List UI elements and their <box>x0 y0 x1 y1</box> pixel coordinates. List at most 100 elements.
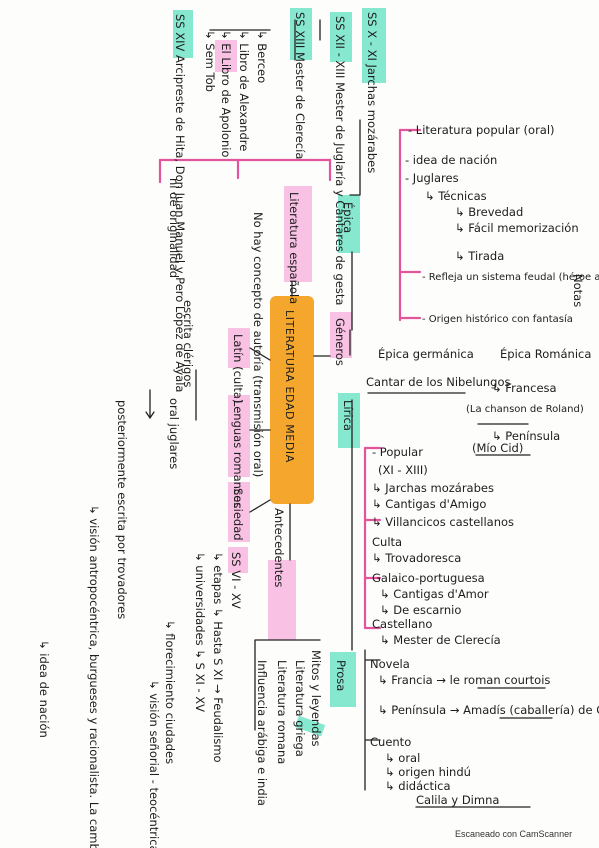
svg-text:↳ Cantigas d'Amor: ↳ Cantigas d'Amor <box>380 587 489 601</box>
svg-text:↳ Fácil memorización: ↳ Fácil memorización <box>455 221 579 235</box>
svg-text:↳ etapas ↳ Hasta S XI → Feudal: ↳ etapas ↳ Hasta S XI → Feudalismo <box>211 552 225 763</box>
svg-text:Culta: Culta <box>372 535 402 549</box>
svg-text:oral juglares: oral juglares <box>167 398 181 469</box>
svg-text:Cantar de los Nibelungos: Cantar de los Nibelungos <box>366 375 511 389</box>
semtob-highlight <box>215 40 237 72</box>
prosa-bracket <box>364 649 381 791</box>
svg-text:↳ visión señorial - teocéntric: ↳ visión señorial - teocéntrica <box>147 680 161 848</box>
svg-text:Calila y Dimna: Calila y Dimna <box>416 793 499 807</box>
center-to-sociedad <box>249 499 271 513</box>
svg-text:↳ Península → Amadís (caballer: ↳ Península → Amadís (caballería) de Gau… <box>378 703 599 717</box>
svg-text:↳ origen hindú: ↳ origen hindú <box>385 765 471 779</box>
svg-text:↳ El Libro de Apolonio: ↳ El Libro de Apolonio <box>219 30 233 157</box>
svg-text:SS XIII Mester de Clerecía: SS XIII Mester de Clerecía <box>293 12 307 159</box>
svg-text:- Literatura popular (oral): - Literatura popular (oral) <box>408 123 555 137</box>
ssvi-highlight <box>228 547 248 573</box>
section-generos: Géneros <box>333 318 347 366</box>
lirica-notes: - Popular (XI - XIII) ↳ Jarchas mozárabe… <box>372 445 514 647</box>
sociedad-notes: SS VI - XV ↳ etapas ↳ Hasta S XI → Feuda… <box>37 505 243 848</box>
svg-text:- Refleja un sistema feudal (h: - Refleja un sistema feudal (héroe al se… <box>422 271 599 283</box>
svg-text:Novela: Novela <box>370 657 410 671</box>
top-pink-ticks <box>158 158 240 184</box>
prosa-notes: Novela ↳ Francia → le roman courtois ↳ P… <box>370 657 599 807</box>
section-lirica: Lírica <box>341 400 355 431</box>
svg-text:↳ Técnicas: ↳ Técnicas <box>425 189 487 203</box>
lenguas-highlight <box>228 395 250 477</box>
svg-text:↳ florecimiento ciudades: ↳ florecimiento ciudades <box>163 620 177 764</box>
svg-text:Épica Románica: Épica Románica <box>500 346 591 361</box>
scanner-footer: Escaneado con CamScanner <box>455 829 573 839</box>
svg-text:Literatura griega: Literatura griega <box>293 660 307 757</box>
svg-text:(XI - XIII): (XI - XIII) <box>378 463 428 477</box>
center-highlight <box>270 296 314 504</box>
section-antecedentes: Antecedentes <box>272 508 286 587</box>
corner-note: Notas <box>571 274 585 307</box>
esp-highlight <box>284 186 312 282</box>
epica-pink-ticks <box>398 128 422 320</box>
prosa-mark <box>294 715 326 737</box>
svg-text:SS XII - XIII Mester de Juglar: SS XII - XIII Mester de Juglaría y Canta… <box>333 16 347 305</box>
svg-text:Galaico-portuguesa: Galaico-portuguesa <box>372 571 485 585</box>
antecedentes-highlight <box>268 560 296 640</box>
svg-text:escrita clérigos: escrita clérigos <box>181 300 195 387</box>
epica-highlight <box>338 195 360 253</box>
antecedentes-bracket <box>254 639 321 731</box>
ssx-highlight <box>362 8 386 83</box>
svg-text:- Popular: - Popular <box>372 445 423 459</box>
antecedentes-notes: Mitos y leyendas Literatura griega Liter… <box>255 650 323 806</box>
svg-text:↳ Península: ↳ Península <box>492 429 560 443</box>
section-literatura-espanola: Literatura española <box>287 192 301 304</box>
section-sociedad: Sociedad <box>231 488 245 541</box>
central-topic: LITERATURA EDAD MEDIA <box>283 310 296 463</box>
svg-text:↳ visión antropocéntrica, burg: ↳ visión antropocéntrica, burgueses y ra… <box>87 505 101 848</box>
svg-text:(Mío Cid): (Mío Cid) <box>472 441 523 455</box>
svg-text:No hay concepto de autoría (tr: No hay concepto de autoría (transmisión … <box>251 212 265 477</box>
svg-text:↳ Francesa: ↳ Francesa <box>492 381 557 395</box>
svg-text:↳ didáctica: ↳ didáctica <box>385 779 451 793</box>
svg-text:↳ Brevedad: ↳ Brevedad <box>455 205 523 219</box>
ss14-highlight <box>173 10 193 58</box>
top-left-notes: SS X - XI Jarchas mozárabes SS XII - XII… <box>173 12 379 392</box>
svg-text:Castellano: Castellano <box>372 617 432 631</box>
svg-text:↳ Jarchas mozárabes: ↳ Jarchas mozárabes <box>372 481 494 495</box>
svg-text:Influencia arábiga e india: Influencia arábiga e india <box>255 660 269 806</box>
top-pink-bracket <box>158 158 332 182</box>
svg-text:Épica germánica: Épica germánica <box>378 346 474 361</box>
svg-text:SS X - XI Jarchas mozárabes: SS X - XI Jarchas mozárabes <box>365 12 379 173</box>
sociedad-highlight <box>228 482 250 542</box>
svg-text:- Juglares: - Juglares <box>405 171 459 185</box>
prosa-highlight <box>330 652 356 707</box>
lirica-pink-bracket <box>363 446 382 630</box>
svg-text:Cuento: Cuento <box>370 735 411 749</box>
svg-text:SS XIV Arcipreste de Hita, Don: SS XIV Arcipreste de Hita, Don Juan Manu… <box>173 14 187 392</box>
svg-text:Lenguas romances: Lenguas romances <box>231 400 245 508</box>
svg-text:Latín (culta): Latín (culta) <box>231 334 245 403</box>
generos-highlight <box>330 312 352 358</box>
section-prosa: Prosa <box>334 660 348 691</box>
svg-text:- idea de nación: - idea de nación <box>405 153 497 167</box>
lirica-highlight <box>338 393 360 448</box>
svg-text:↳ Trovadoresca: ↳ Trovadoresca <box>372 551 461 565</box>
epica-branch <box>349 119 361 196</box>
svg-text:↳ universidades ↳ S XI - XV: ↳ universidades ↳ S XI - XV <box>193 552 207 712</box>
top-left-ticks <box>294 19 321 61</box>
svg-text:↳ Sem Tob: ↳ Sem Tob <box>203 30 217 92</box>
svg-text:↳ Cantigas d'Amigo: ↳ Cantigas d'Amigo <box>372 497 486 511</box>
ss12-highlight <box>330 12 352 62</box>
svg-text:↳ oral: ↳ oral <box>385 751 420 765</box>
esp-notes: No hay concepto de autoría (transmisión … <box>167 178 265 477</box>
svg-text:↳ Francia → le roman courtois: ↳ Francia → le roman courtois <box>378 673 550 687</box>
svg-text:↳ Berceo: ↳ Berceo <box>255 30 269 83</box>
svg-text:SS VI - XV: SS VI - XV <box>229 552 243 609</box>
svg-text:- Origen histórico con fantasí: - Origen histórico con fantasía <box>422 313 573 325</box>
svg-text:Mitos y leyendas: Mitos y leyendas <box>309 650 323 747</box>
epica-notes: - Literatura popular (oral) - idea de na… <box>405 123 599 325</box>
svg-text:↳ Villancicos castellanos: ↳ Villancicos castellanos <box>372 515 514 529</box>
svg-text:↳ Mester de Clerecía: ↳ Mester de Clerecía <box>380 633 501 647</box>
center-to-latin <box>249 347 271 361</box>
lenguas-notes: Lenguas romances Latín (culta) escrita c… <box>115 300 245 619</box>
svg-text:↳ idea de nación: ↳ idea de nación <box>37 640 51 738</box>
oral-arrow <box>145 389 155 420</box>
latin-highlight <box>228 328 250 368</box>
